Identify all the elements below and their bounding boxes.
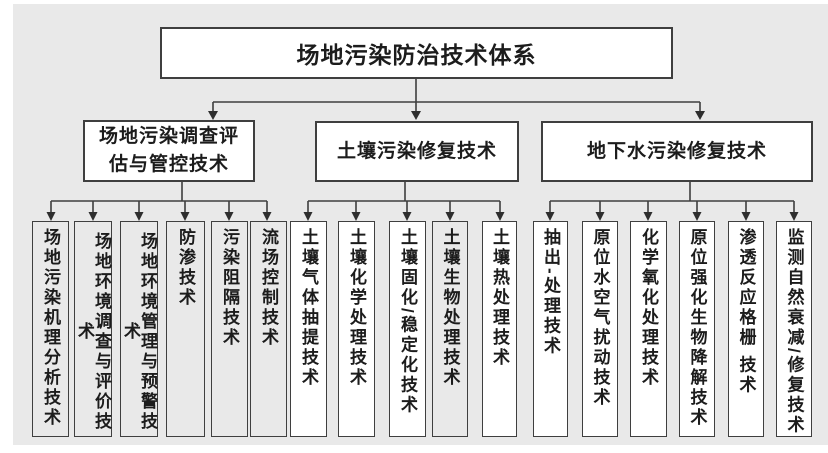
leaf-label: 土壤热处理技术 — [490, 228, 509, 368]
leaf-label: 原位水空气扰动技术 — [590, 228, 610, 408]
leaf-node: 原位强化生物降解技术 — [679, 221, 715, 437]
leaf-node: 场地环境调查与评价技术 — [74, 221, 112, 437]
branch-node-groundwater-remediation: 地下水污染修复技术 — [541, 121, 813, 182]
leaf-label: 渗透反应格栅 技术 — [736, 228, 756, 396]
root-node: 场地污染防治技术体系 — [160, 27, 673, 79]
branch-label-line1: 场地污染调查评 — [98, 126, 239, 148]
branch-node-soil-remediation: 土壤污染修复技术 — [315, 121, 519, 182]
leaf-node: 原位水空气扰动技术 — [582, 221, 618, 437]
leaf-node: 渗透反应格栅 技术 — [728, 221, 764, 437]
leaf-node: 化学氧化处理技术 — [630, 221, 667, 437]
leaf-node: 场地污染机理分析技术 — [32, 221, 69, 437]
leaf-node: 污染阻隔技术 — [211, 221, 248, 437]
leaf-label: 抽出-处理技术 — [541, 228, 560, 357]
arrowheads — [46, 111, 799, 221]
leaf-label: 化学氧化处理技术 — [639, 228, 658, 388]
leaf-node: 土壤化学处理技术 — [338, 221, 375, 437]
branch-label: 地下水污染修复技术 — [586, 140, 767, 162]
leaf-label: 土壤气体抽提技术 — [299, 228, 318, 388]
leaf-label: 防渗技术 — [176, 228, 195, 308]
root-label: 场地污染防治技术体系 — [296, 42, 537, 68]
leaf-node: 流场控制技术 — [250, 221, 287, 437]
leaf-node: 监测自然衰减/修复技术 — [776, 221, 812, 437]
leaf-label: 场地环境管理与预警技术 — [121, 232, 157, 432]
branch-label: 场地污染调查评 估与管控技术 — [99, 123, 239, 178]
branch-label: 土壤污染修复技术 — [336, 140, 497, 162]
leaf-label: 场地环境调查与评价技术 — [75, 232, 111, 432]
leaf-label: 土壤固化/稳定化技术 — [398, 228, 417, 416]
leaf-label: 流场控制技术 — [259, 228, 278, 348]
leaf-node: 土壤气体抽提技术 — [290, 221, 327, 437]
leaf-label: 土壤化学处理技术 — [347, 228, 366, 388]
branch-node-survey-assessment: 场地污染调查评 估与管控技术 — [83, 120, 255, 182]
leaf-node: 防渗技术 — [166, 221, 205, 437]
leaf-node: 场地环境管理与预警技术 — [120, 221, 158, 437]
leaf-label: 原位强化生物降解技术 — [687, 228, 707, 428]
leaf-node: 土壤生物处理技术 — [432, 221, 468, 437]
leaf-node: 抽出-处理技术 — [533, 221, 568, 437]
leaf-node: 土壤固化/稳定化技术 — [389, 221, 426, 437]
leaf-label: 场地污染机理分析技术 — [41, 228, 60, 428]
leaf-node: 土壤热处理技术 — [482, 221, 517, 437]
leaf-label: 土壤生物处理技术 — [440, 228, 460, 388]
branch-label-line2: 估与管控技术 — [108, 154, 229, 175]
leaf-label: 污染阻隔技术 — [220, 228, 239, 348]
leaf-label: 监测自然衰减/修复技术 — [784, 228, 804, 436]
